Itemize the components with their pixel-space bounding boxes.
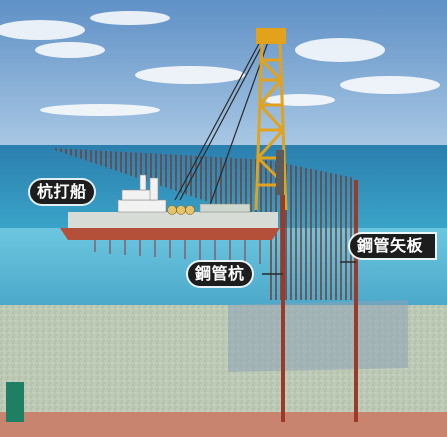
steel-pipe-sheet-pile-label: 鋼管矢板: [350, 234, 436, 258]
bedrock: [0, 412, 447, 437]
hammer: [276, 150, 284, 195]
sheet-pile-wall-near: [268, 160, 355, 300]
green-post: [6, 382, 24, 422]
barge-deck: [68, 212, 278, 228]
crane-boom: [174, 37, 269, 206]
deck-frame: [199, 203, 251, 213]
foundation-zone: [228, 300, 408, 372]
pile-driving-barge-label: 杭打船: [30, 180, 94, 204]
ship-cabin: [117, 174, 167, 213]
deck-drums: [167, 205, 195, 215]
sheet-pile-wall: [55, 148, 268, 222]
tower-head: [256, 28, 286, 44]
steel-pipe-pile-drawing: [281, 195, 285, 422]
steel-pipe-sheet-pile-drawing: [354, 180, 358, 422]
barge-hull: [60, 228, 280, 240]
steel-pipe-pile-label: 鋼管杭: [188, 262, 252, 286]
